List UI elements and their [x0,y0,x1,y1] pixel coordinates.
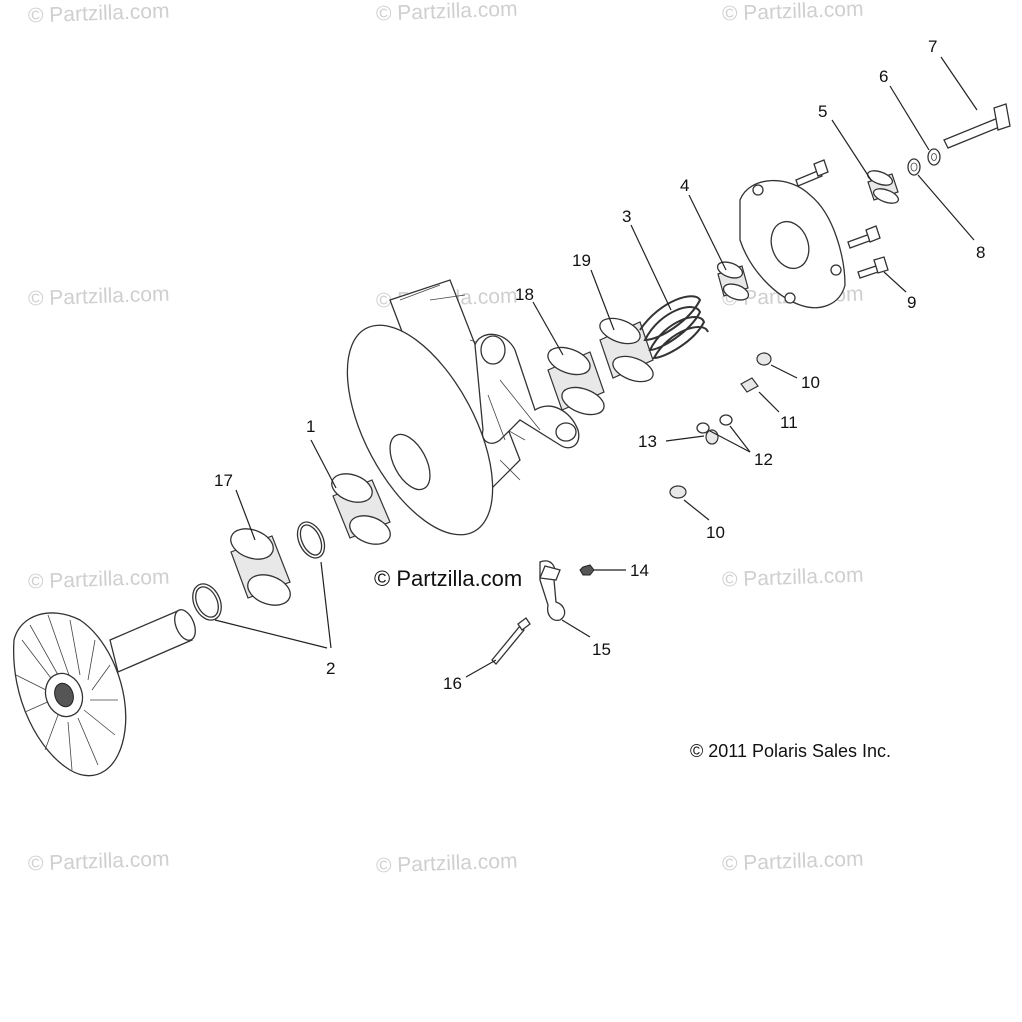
long-bolt-7[interactable] [943,103,1011,149]
bushing-19[interactable] [597,313,657,386]
snap-ring-left[interactable] [187,579,227,624]
washer-8[interactable] [907,158,921,176]
weight-15[interactable] [539,560,566,621]
spider-arm[interactable] [474,333,580,449]
callout-18: 18 [515,285,534,304]
callout-9: 9 [907,293,916,312]
snap-ring-right[interactable] [292,518,330,563]
bolt-middle[interactable] [847,225,881,249]
moveable-sheave[interactable] [317,279,526,557]
callout-16: 16 [443,674,462,693]
bushing-1[interactable] [328,469,394,550]
bolt-upper[interactable] [795,159,829,187]
callout-15: 15 [592,640,611,659]
copyright-notice: © 2011 Polaris Sales Inc. [690,741,892,761]
clutch-cover[interactable] [739,179,846,309]
roller-10-top[interactable] [756,352,772,366]
callout-2: 2 [326,659,335,678]
pin-16[interactable] [491,617,531,665]
callout-10-top: 10 [801,373,820,392]
nut-14[interactable] [579,564,595,576]
washer-12-top[interactable] [719,414,733,426]
bushing-17[interactable] [227,523,295,610]
callout-13: 13 [638,432,657,451]
callout-6: 6 [879,67,888,86]
washer-12-bottom[interactable] [696,422,710,434]
bushing-5[interactable] [866,168,901,206]
bushing-4[interactable] [715,259,750,303]
callout-8: 8 [976,243,985,262]
fixed-sheave-with-shaft[interactable] [13,607,200,777]
callout-3: 3 [622,207,631,226]
leader-lines [214,56,978,678]
spring-3[interactable] [639,295,709,360]
callout-14: 14 [630,561,649,580]
callout-5: 5 [818,102,827,121]
washer-6[interactable] [927,148,941,166]
callout-17: 17 [214,471,233,490]
callout-19: 19 [572,251,591,270]
center-watermark: © Partzilla.com [374,566,523,591]
pin-11[interactable] [740,377,759,393]
roller-10-bottom[interactable] [669,485,687,499]
bushing-18[interactable] [544,342,608,420]
callout-1: 1 [306,417,315,436]
callout-10-bottom: 10 [706,523,725,542]
callout-12: 12 [754,450,773,469]
callout-11: 11 [780,413,798,432]
bolt-9[interactable] [857,256,889,279]
callout-7: 7 [928,37,937,56]
callout-4: 4 [680,176,689,195]
